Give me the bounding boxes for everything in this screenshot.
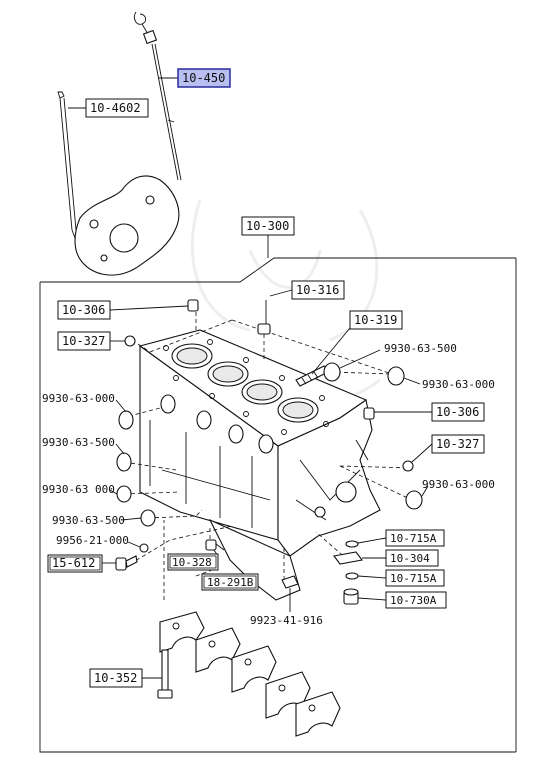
label-washer-r1[interactable]: 10-715A [385, 529, 445, 547]
leader-washer-left [127, 541, 141, 548]
frame-top [40, 257, 516, 283]
label-plug-f[interactable]: 9930-63-500 [52, 514, 125, 527]
plug-b-part [387, 366, 405, 386]
label-dipstick-tube[interactable]: 10-4602 [85, 98, 149, 118]
cap-top-left-part [187, 299, 199, 312]
leader-washer-r1 [357, 537, 387, 544]
svg-text:10-316: 10-316 [296, 283, 339, 297]
leader-nut-r [357, 597, 387, 601]
svg-text:10-450: 10-450 [182, 71, 225, 85]
plug-c-part [118, 410, 134, 430]
label-plug-b[interactable]: 9930-63-000 [422, 378, 495, 391]
label-main-bolt[interactable]: 10-352 [89, 668, 143, 688]
nut-r-part [343, 588, 359, 605]
cylinder-block-drawing [138, 329, 381, 601]
plug-right-part [402, 460, 414, 472]
svg-text:10-327: 10-327 [62, 334, 105, 348]
label-washer-r2[interactable]: 10-715A [385, 569, 445, 587]
label-bolt-left[interactable]: 15-612 [47, 554, 103, 573]
main-bearing-caps [159, 611, 341, 737]
sensor-part [205, 539, 225, 551]
svg-text:10-715A: 10-715A [390, 572, 437, 585]
label-dipstick[interactable]: 10-450 [177, 68, 231, 88]
bracket-r-part [333, 551, 363, 565]
washer-r1-part [345, 540, 359, 548]
leader-plug-c [115, 399, 127, 413]
main-bolt-part [157, 649, 173, 699]
label-sensor[interactable]: 10-328 [167, 553, 219, 571]
label-stud[interactable]: 10-319 [349, 310, 403, 330]
plug-d-part [116, 452, 132, 472]
bolt-left-part [115, 555, 138, 571]
plug-e-part [116, 485, 132, 503]
svg-text:10-4602: 10-4602 [90, 101, 141, 115]
label-bracket-r[interactable]: 10-304 [385, 549, 439, 567]
leader-plug-e [109, 489, 118, 495]
svg-text:10-306: 10-306 [436, 405, 479, 419]
label-plug-a[interactable]: 9930-63-500 [384, 342, 457, 355]
plug-right3-part [405, 490, 423, 510]
label-block[interactable]: 10-300 [241, 216, 295, 236]
label-cap-top-left[interactable]: 10-306 [57, 300, 111, 320]
label-plug-d[interactable]: 9930-63-500 [42, 436, 115, 449]
svg-text:15-612: 15-612 [52, 556, 95, 570]
svg-text:10-319: 10-319 [354, 313, 397, 327]
dowel-part [281, 575, 299, 589]
plug-left-part [124, 335, 136, 347]
leader-bolt-top [269, 289, 293, 297]
label-plug-right3[interactable]: 9930-63-000 [422, 478, 495, 491]
plug-f-part [140, 509, 156, 527]
label-plug-e[interactable]: 9930-63 000 [42, 483, 115, 496]
leader-plug-f [121, 517, 142, 521]
label-washer-left[interactable]: 9956-21-000 [56, 534, 129, 547]
washer-r2-part [345, 572, 359, 580]
svg-text:10-730A: 10-730A [390, 594, 437, 607]
label-sensor-sub[interactable]: 18-291B [201, 573, 259, 591]
label-plug-left[interactable]: 10-327 [57, 331, 111, 351]
label-plug-c[interactable]: 9930-63-000 [42, 392, 115, 405]
svg-text:10-327: 10-327 [436, 437, 479, 451]
label-dowel[interactable]: 9923-41-916 [250, 614, 323, 627]
cover-bracket-drawing [74, 175, 180, 276]
svg-text:18-291B: 18-291B [207, 576, 254, 589]
leader-plug-right3 [421, 485, 429, 497]
svg-text:10-300: 10-300 [246, 219, 289, 233]
leader-stud [311, 327, 351, 375]
label-bolt-top[interactable]: 10-316 [291, 280, 345, 300]
svg-text:10-352: 10-352 [94, 671, 137, 685]
leader-cap-top-left [109, 305, 189, 311]
label-plug-right[interactable]: 10-327 [431, 434, 485, 454]
leader-plug-b [403, 377, 421, 385]
svg-text:10-304: 10-304 [390, 552, 430, 565]
svg-text:10-328: 10-328 [172, 556, 212, 569]
cap-right-part [363, 407, 375, 420]
frame-left-bottom [39, 282, 516, 753]
label-cap-right[interactable]: 10-306 [431, 402, 485, 422]
washer-left-part [139, 543, 149, 553]
leader-plug-a [339, 349, 381, 369]
svg-text:10-306: 10-306 [62, 303, 105, 317]
bolt-top-part [257, 323, 271, 335]
plug-a-part [323, 362, 341, 382]
leader-plug-d [115, 443, 125, 455]
leader-washer-r2 [357, 575, 387, 579]
leader-plug-right [411, 443, 433, 463]
label-nut-r[interactable]: 10-730A [385, 591, 447, 609]
svg-text:10-715A: 10-715A [390, 532, 437, 545]
dipstick-drawing [133, 11, 182, 181]
